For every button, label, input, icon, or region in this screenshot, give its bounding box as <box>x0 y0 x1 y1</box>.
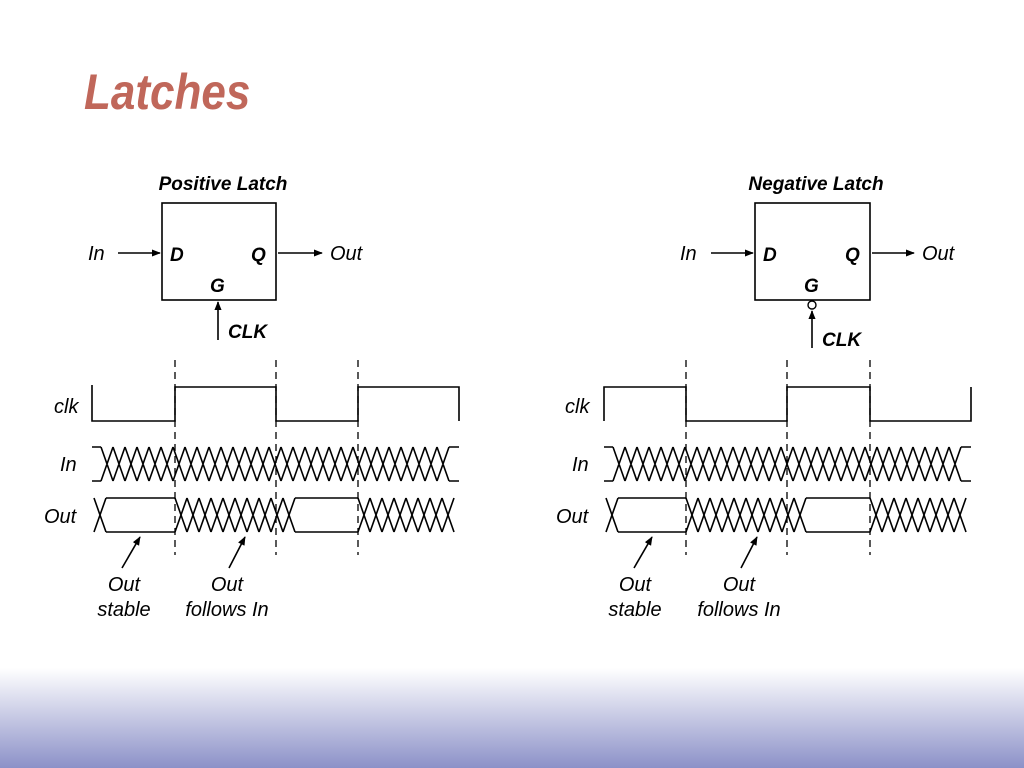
positive-stable-pointer <box>121 536 141 569</box>
positive-pin-d: D <box>170 245 184 266</box>
negative-clk-waveform <box>603 386 972 422</box>
positive-clk-waveform <box>91 385 460 422</box>
negative-stable-pointer <box>633 536 653 569</box>
negative-output-label: Out <box>922 243 956 265</box>
positive-annotation-follows-2: follows In <box>185 599 268 621</box>
footer-gradient-band <box>0 668 1024 768</box>
negative-input-label: In <box>680 243 697 265</box>
positive-annotation-stable-2: stable <box>97 599 150 621</box>
negative-pin-g: G <box>804 276 819 297</box>
negative-annotation-follows-2: follows In <box>697 599 780 621</box>
positive-latch: Positive Latch In D Q G Out CLK clk In O… <box>44 174 460 621</box>
positive-wave-label-in: In <box>60 454 77 476</box>
negative-out-waveform <box>605 497 967 533</box>
positive-follows-pointer <box>228 536 246 569</box>
negative-in-waveform <box>604 446 971 482</box>
negative-annotation-stable-2: stable <box>608 599 661 621</box>
negative-latch: Negative Latch In D Q G Out CLK clk In O… <box>556 174 972 621</box>
positive-output-label: Out <box>330 243 364 265</box>
positive-wave-label-out: Out <box>44 506 78 528</box>
positive-latch-box <box>161 202 277 301</box>
negative-pin-q: Q <box>845 245 860 266</box>
negative-clk-inverter-bubble <box>807 300 817 310</box>
positive-annotation-follows-1: Out <box>211 574 245 596</box>
slide-title: Latches <box>84 64 251 120</box>
negative-annotation-follows-1: Out <box>723 574 757 596</box>
negative-clk-label: CLK <box>822 330 862 351</box>
negative-wave-label-clk: clk <box>565 396 590 418</box>
negative-latch-box <box>754 202 871 301</box>
positive-pin-g: G <box>210 276 225 297</box>
positive-latch-title: Positive Latch <box>159 174 288 195</box>
positive-annotation-stable-1: Out <box>108 574 142 596</box>
positive-pin-q: Q <box>251 245 266 266</box>
positive-out-waveform <box>93 497 455 533</box>
positive-wave-label-clk: clk <box>54 396 79 418</box>
positive-in-waveform <box>92 446 459 482</box>
negative-wave-label-out: Out <box>556 506 590 528</box>
negative-pin-d: D <box>763 245 777 266</box>
negative-wave-label-in: In <box>572 454 589 476</box>
negative-latch-title: Negative Latch <box>748 174 883 195</box>
positive-clk-label: CLK <box>228 322 268 343</box>
positive-input-label: In <box>88 243 105 265</box>
negative-follows-pointer <box>740 536 758 569</box>
negative-annotation-stable-1: Out <box>619 574 653 596</box>
